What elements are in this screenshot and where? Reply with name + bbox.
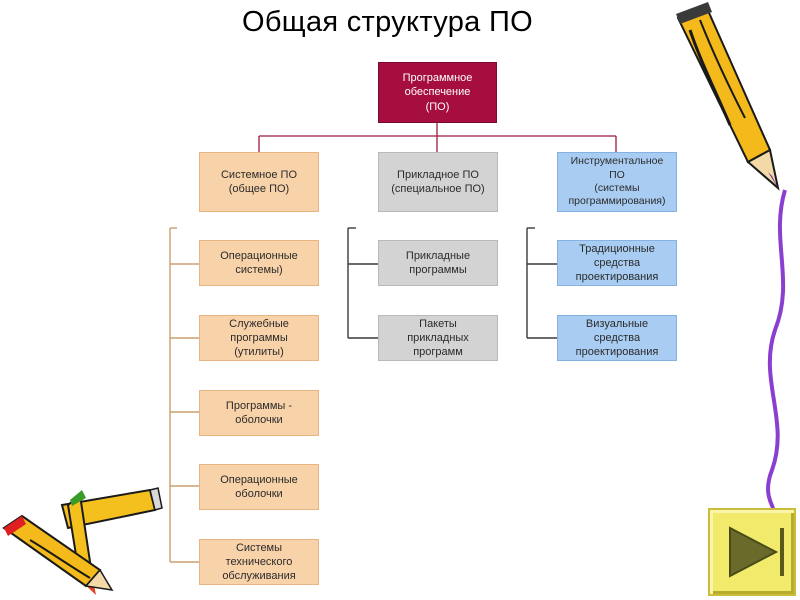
applied-item-programs: Прикладные программы	[378, 240, 498, 286]
system-item-maintenance: Системы технического обслуживания	[199, 539, 319, 585]
pencil-icon	[676, 2, 780, 191]
applied-item-packages: Пакеты прикладных программ	[378, 315, 498, 361]
play-arrow-icon	[729, 526, 784, 578]
system-item-os-shells: Операционные оболочки	[199, 464, 319, 510]
root-connectors	[258, 123, 617, 152]
squiggle-line-icon	[766, 189, 787, 512]
applied-software-node: Прикладное ПО (специальное ПО)	[378, 152, 498, 212]
pencils-icon	[2, 487, 163, 595]
system-item-utilities: Служебные программы (утилиты)	[199, 315, 319, 361]
system-item-shell-programs: Программы - оболочки	[199, 390, 319, 436]
system-connectors	[169, 227, 199, 563]
instrumental-item-visual: Визуальные средства проектирования	[557, 315, 677, 361]
system-item-os: Операционные системы)	[199, 240, 319, 286]
instrumental-item-traditional: Традиционные средства проектирования	[557, 240, 677, 286]
instrumental-software-node: Инструментальное ПО (системы программиро…	[557, 152, 677, 212]
next-slide-button[interactable]	[708, 508, 796, 596]
system-software-node: Системное ПО (общее ПО)	[199, 152, 319, 212]
applied-connectors	[347, 227, 378, 339]
root-node: Программное обеспечение (ПО)	[378, 62, 497, 123]
slide-title: Общая структура ПО	[242, 6, 533, 38]
instrumental-connectors	[526, 227, 557, 339]
